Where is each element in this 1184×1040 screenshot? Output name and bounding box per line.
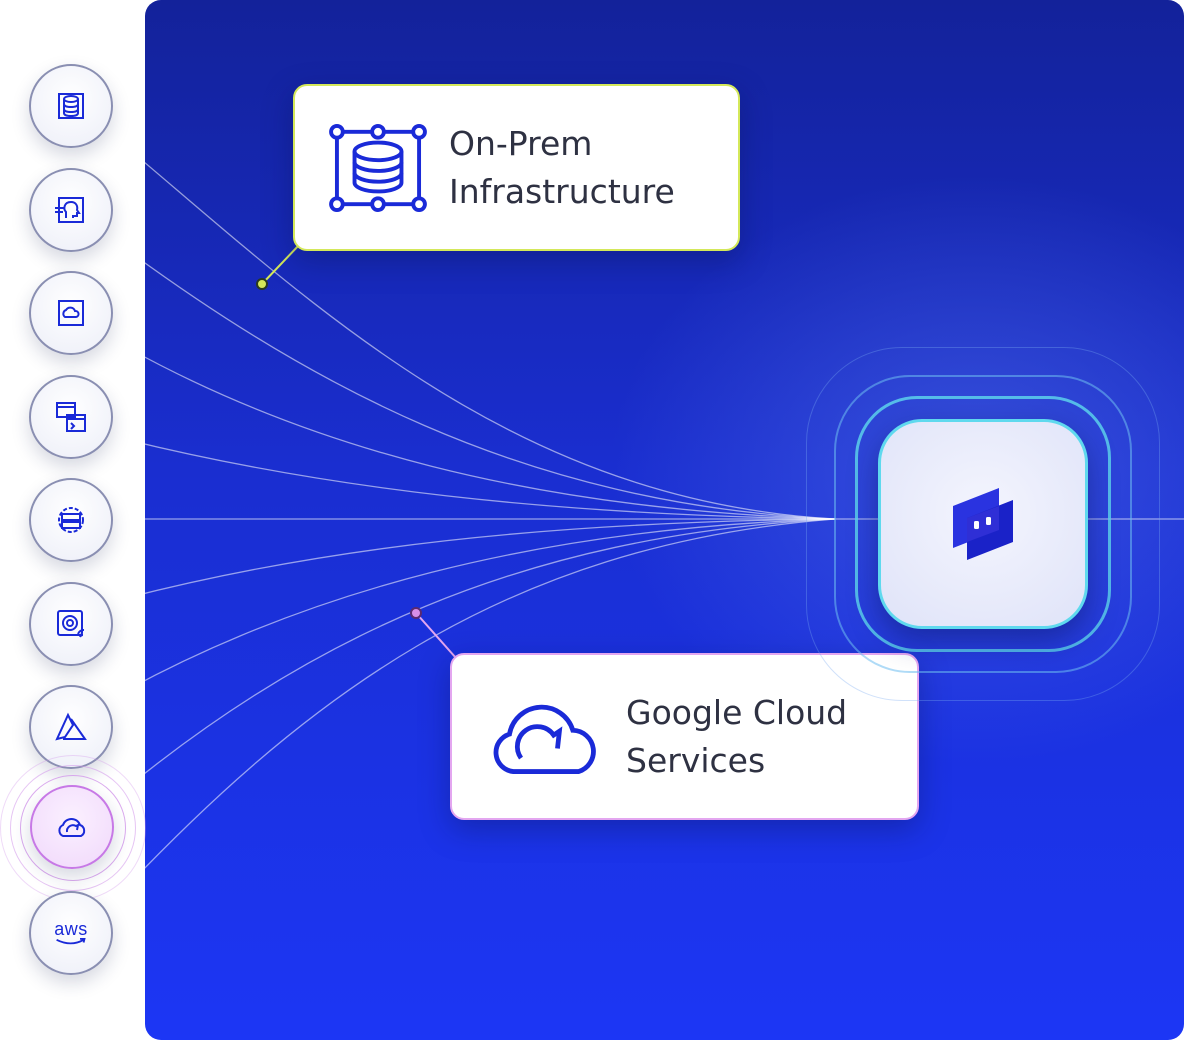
cloud-box-icon (58, 300, 84, 326)
server-gear-icon (58, 507, 84, 533)
callout-connector-gcs (415, 612, 457, 659)
callout-dot-onprem (256, 278, 268, 290)
database-node[interactable] (29, 64, 113, 148)
connection-line-ai-head (99, 229, 836, 520)
aws-node[interactable]: aws (29, 891, 113, 975)
google-cloud-node[interactable] (30, 785, 114, 869)
aws-logo-text: aws (54, 918, 88, 939)
google-cloud-icon (493, 704, 596, 774)
callout-gcs: Google Cloud Services (450, 653, 919, 820)
hub-inner-ring (855, 396, 1111, 652)
terminal-windows-icon (56, 402, 86, 432)
callout-title-gcs: Google Cloud Services (626, 692, 848, 780)
hub-node[interactable] (878, 419, 1088, 629)
hub-outer-ring (806, 347, 1160, 701)
terminal-windows-node[interactable] (29, 375, 113, 459)
azure-icon (55, 712, 87, 741)
vault-node[interactable] (29, 582, 113, 666)
callout-title-onprem: On-Prem Infrastructure (449, 123, 675, 211)
connection-line-vault (99, 518, 836, 606)
connection-line-database (99, 124, 836, 520)
hub-logo-icon (953, 488, 1013, 560)
ai-head-node[interactable] (29, 168, 113, 252)
server-gear-node[interactable] (29, 478, 113, 562)
cloud-box-node[interactable] (29, 271, 113, 355)
connection-line-aws (99, 518, 836, 916)
active-node-halo (10, 765, 136, 891)
hub-middle-ring (834, 375, 1132, 673)
connection-line-azure (99, 518, 836, 706)
callout-connector-onprem (261, 243, 301, 285)
connection-line-terminal (99, 432, 836, 520)
connection-line-google-cloud (99, 518, 836, 811)
connection-line-cloud-box (99, 331, 836, 520)
vault-icon (57, 610, 85, 638)
callout-onprem: On-Prem Infrastructure (293, 84, 740, 251)
database-icon (58, 93, 84, 119)
aws-smile-icon (56, 937, 86, 944)
callout-dot-gcs (410, 607, 422, 619)
ai-head-icon (55, 197, 84, 223)
database-icon (329, 123, 427, 212)
active-node-halo (20, 775, 126, 881)
google-cloud-icon (58, 818, 86, 837)
